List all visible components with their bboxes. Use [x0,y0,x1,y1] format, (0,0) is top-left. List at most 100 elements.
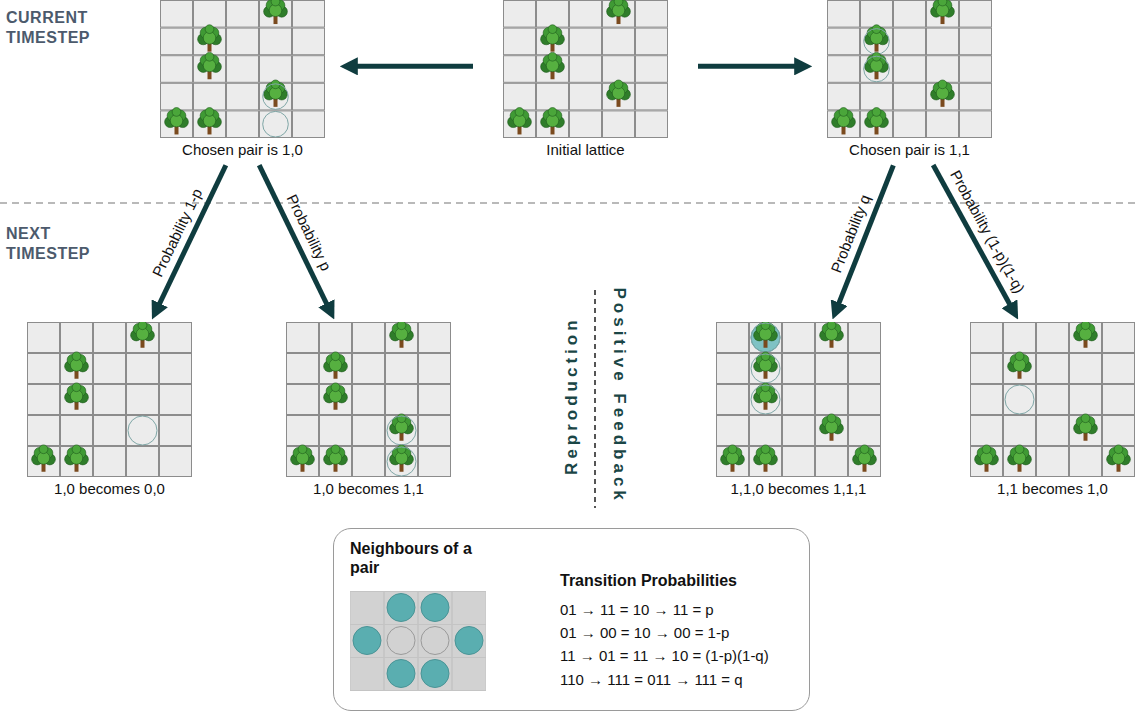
lattice-cell [783,416,815,446]
lattice-cell [161,28,193,55]
lattice-panel: Chosen pair is 1,1 [827,0,992,158]
lattice-cell [260,28,292,55]
lattice-cell [828,56,860,83]
lattice-cell [1103,416,1135,446]
tree-canopy [72,383,81,392]
lattice-grid [160,0,325,138]
pair-site [387,627,415,655]
lattice-cell [287,323,319,353]
mechanism-divider [594,290,596,508]
tree-canopy [761,352,770,361]
lattice-cell [849,416,881,446]
lattice-grid [286,322,451,477]
chosen-site-ring [387,416,416,445]
lattice-cell [816,385,848,415]
tree-icon [65,352,89,379]
tree-canopy [138,322,147,330]
lattice-cell [353,323,385,353]
lattice-cell [1004,385,1036,415]
lattice-cell [94,447,126,477]
lattice-cell [61,416,93,446]
chosen-site-ring [864,56,890,82]
lattice-cell [287,385,319,415]
tree-canopy [839,108,848,117]
lattice-cell [537,1,569,28]
lattice-cell [861,1,893,28]
lattice-grid [503,0,668,138]
tree-icon [324,352,348,379]
chosen-site-ring [263,84,289,110]
lattice-cell [828,83,860,110]
lattice-cell [160,447,192,477]
lattice-panel: 1,1,0 becomes 1,1,1 [716,322,881,497]
empty-site-ring [1005,385,1034,414]
lattice-cell [927,111,959,138]
lattice-cell [828,28,860,55]
lattice-cell [894,83,926,110]
tree-canopy [205,52,214,61]
lattice-grid [827,0,992,138]
chosen-site-ring [864,29,890,55]
tree-icon [390,414,414,441]
row-heading: CURRENT TIMESTEP [6,8,116,48]
lattice-cell [160,354,192,384]
transition-rule: 01 → 00 = 10 → 00 = 1-p [560,624,729,642]
lattice-cell [816,447,848,477]
neighbour-site [387,660,415,688]
neighbourhood-ground [350,591,486,691]
lattice-cell [603,28,635,55]
edge-probability-label: Probability (1-p)(1-q) [947,167,1028,296]
lattice-cell [194,83,226,110]
tree-canopy [728,445,737,454]
lattice-cell [161,1,193,28]
neighbourhood-cell [384,625,418,658]
tree-icon [853,445,877,472]
legend-box: Neighbours of a pairTransition Probabili… [333,528,810,711]
lattice-cell [636,56,668,83]
chosen-site-ring [751,354,780,383]
lattice-cell [717,385,749,415]
tree-canopy [72,352,81,361]
neighbour-site [421,660,449,688]
tree-icon [264,0,288,24]
tree-icon [975,445,999,472]
lattice-cell [419,323,451,353]
tree-canopy [860,445,869,454]
tree-icon [198,25,222,52]
lattice-panel: 1,1 becomes 1,0 [970,322,1135,497]
lattice-cell [160,323,192,353]
lattice-cell [293,111,325,138]
neighbour-site [455,627,483,655]
mechanism-label: Reproduction [560,317,581,476]
lattice-cell [1103,354,1135,384]
tree-canopy [205,108,214,117]
neighbour-site [353,627,381,655]
lattice-cell [894,56,926,83]
tree-icon [1074,414,1098,441]
tree-canopy [331,445,340,454]
lattice-cell [971,416,1003,446]
lattice-cell [320,323,352,353]
lattice-cell [28,354,60,384]
lattice-cell [849,385,881,415]
lattice-cell [816,354,848,384]
tree-canopy [548,25,557,34]
empty-site-ring [128,416,157,445]
row-heading: NEXT TIMESTEP [6,224,116,264]
tree-icon [754,383,778,410]
tree-icon [865,108,889,135]
tree-canopy [761,383,770,392]
tree-icon [508,108,532,135]
transition-arrow [933,165,1015,313]
lattice-cell [127,447,159,477]
lattice-cell [386,354,418,384]
transition-rule: 01 → 11 = 10 → 11 = p [560,601,714,619]
lattice-cell [127,354,159,384]
lattice-cell [570,1,602,28]
tree-icon [754,445,778,472]
chosen-site-ring [387,447,416,476]
lattice-cell [161,56,193,83]
tree-canopy [982,445,991,454]
lattice-cell [353,354,385,384]
